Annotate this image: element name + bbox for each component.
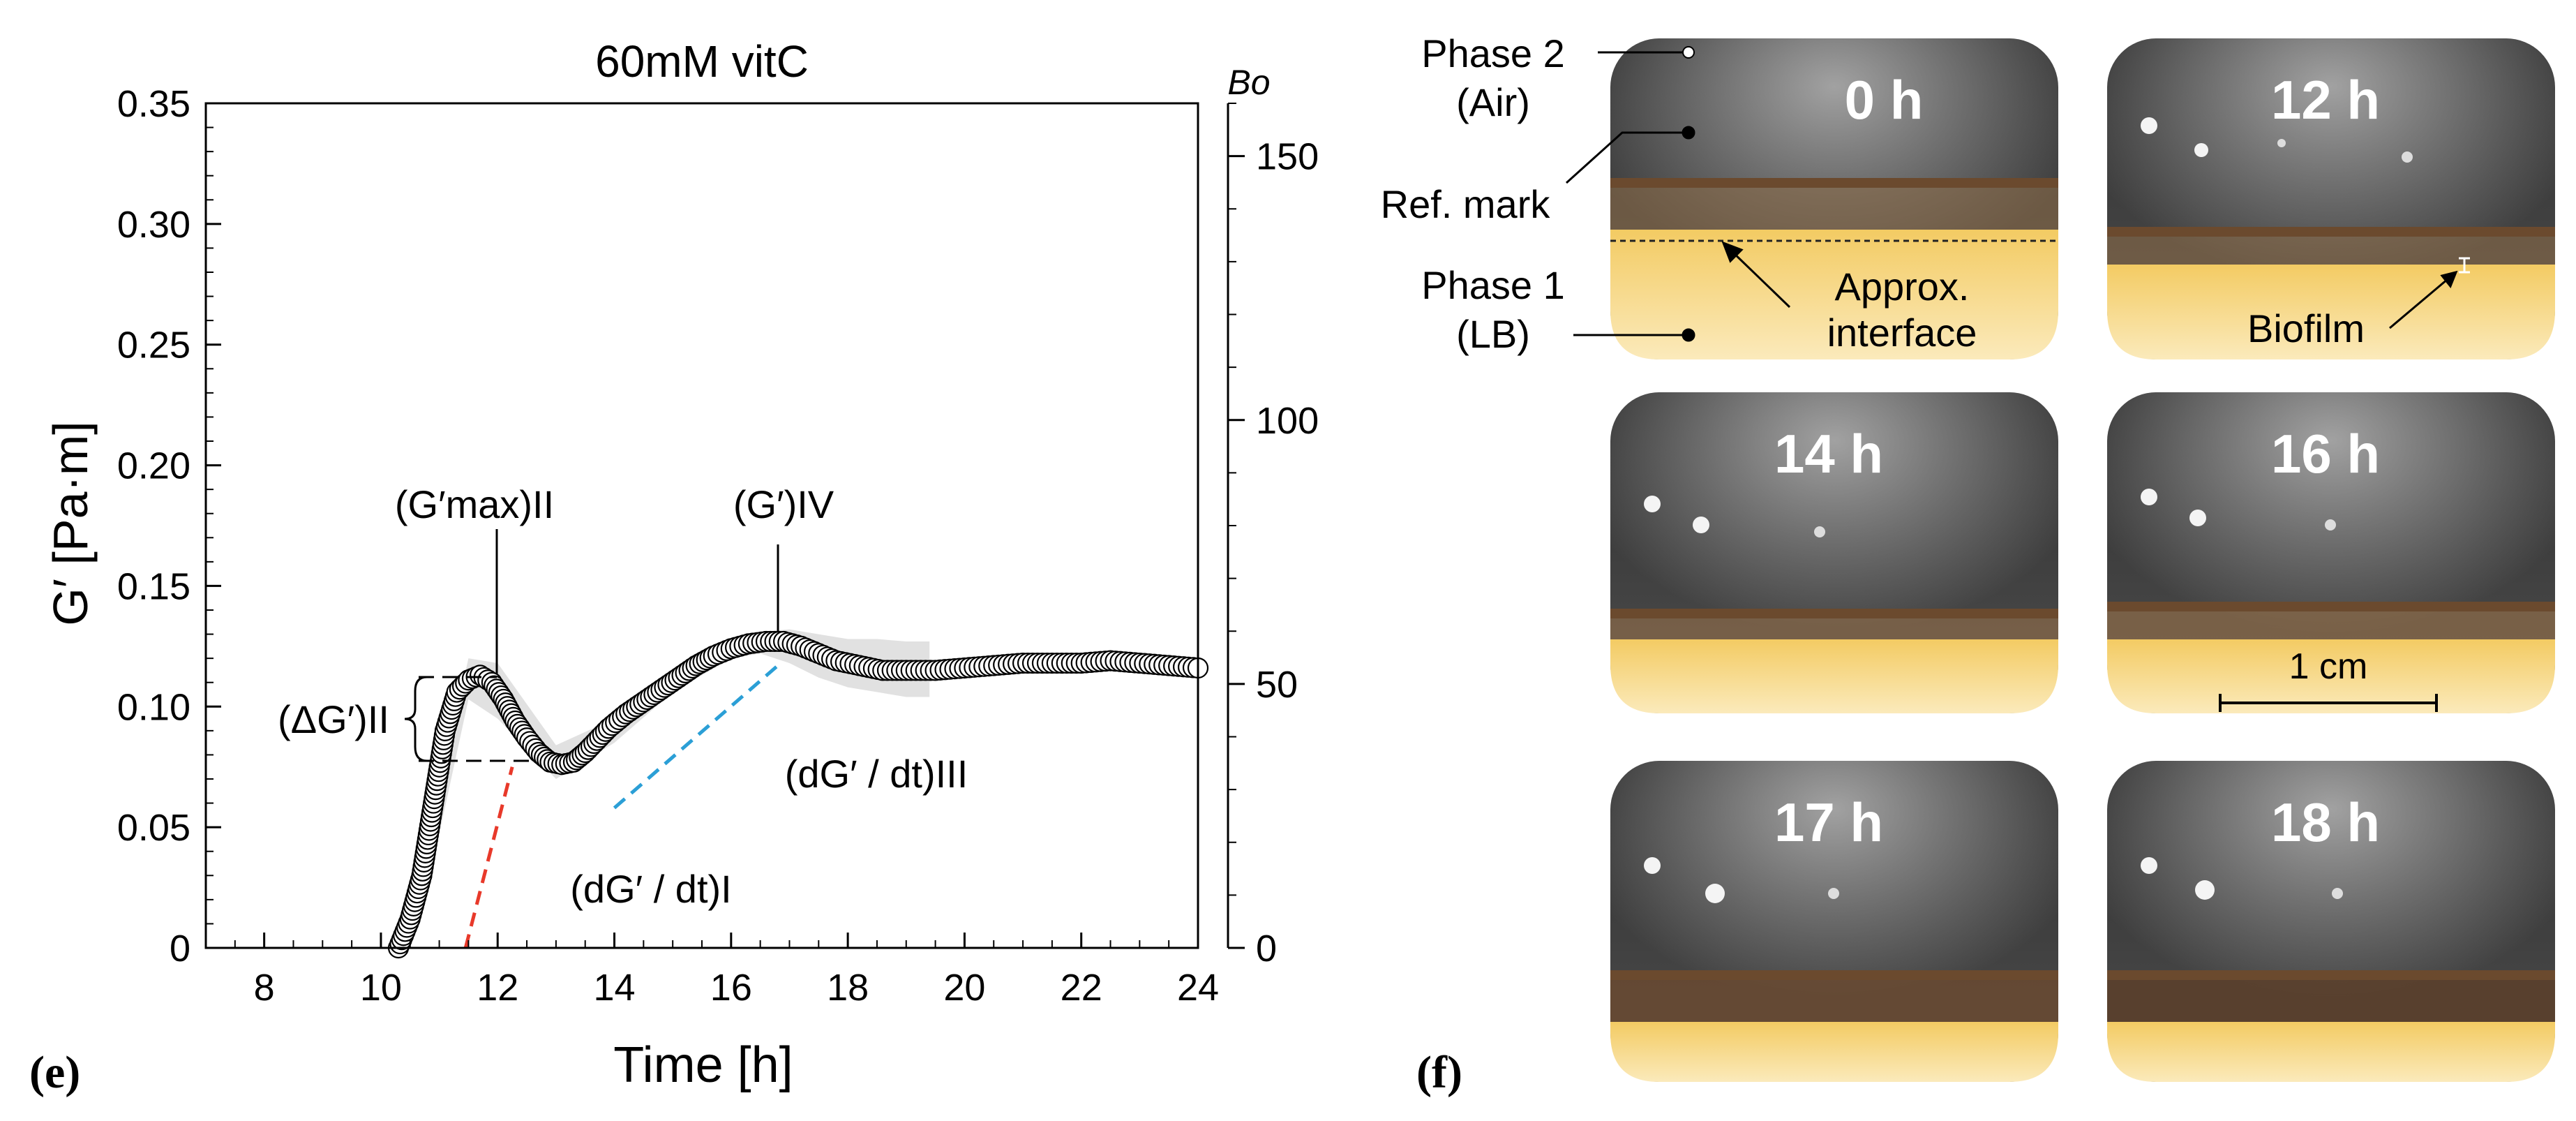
delta-brace — [404, 676, 428, 762]
y-tick-label: 0.30 — [117, 204, 190, 246]
fit-line-1 — [463, 766, 514, 949]
y2-tick-label: 150 — [1256, 136, 1319, 178]
phase1-label: Phase 1 — [1421, 263, 1565, 307]
interface-sublabel: interface — [1827, 311, 1977, 355]
panel-label-f: (f) — [1416, 1047, 1462, 1098]
y2-tick-label: 0 — [1256, 928, 1277, 970]
y2-tick-label: 100 — [1256, 400, 1319, 442]
photo-tile: 16 h 1 cm — [2107, 392, 2555, 713]
giv-annotation: (G′)IV — [733, 482, 834, 526]
x-tick-label: 12 — [477, 967, 518, 1009]
photo-time-label: 12 h — [2271, 69, 2380, 131]
y-tick-label: 0.25 — [117, 325, 190, 366]
x-tick-label: 14 — [593, 967, 635, 1009]
photo-time-label: 14 h — [1774, 423, 1883, 484]
scale-bar — [2219, 694, 2438, 712]
phase2-label: Phase 2 — [1421, 31, 1565, 75]
phase2-sublabel: (Air) — [1456, 80, 1530, 124]
x-tick-label: 22 — [1061, 967, 1102, 1009]
x-tick-label: 20 — [943, 967, 985, 1009]
y-axis-label: G′ [Pa·m] — [43, 421, 98, 625]
x-tick-label: 8 — [254, 967, 275, 1009]
photo-panel-f: 0 h 12 h 14 h 16 h — [1381, 31, 2555, 1098]
y-tick-label: 0.20 — [117, 445, 190, 487]
panel-label-e: (e) — [29, 1047, 80, 1098]
biofilm-marker — [2459, 257, 2470, 274]
y-tick-label: 0.10 — [117, 686, 190, 728]
y-tick-label: 0.05 — [117, 807, 190, 849]
minor-ticks — [205, 103, 1199, 949]
gmax-annotation: (G′max)II — [395, 482, 554, 526]
y-axis-ticks: 0 0.05 0.10 0.15 0.20 0.25 0.30 0.35 — [117, 83, 221, 970]
photo-tile: 18 h — [2107, 761, 2555, 1082]
fit-line-2 — [613, 664, 779, 810]
biofilm-label: Biofilm — [2247, 306, 2365, 350]
x-tick-label: 16 — [710, 967, 752, 1009]
photo-tile: 0 h — [1610, 38, 2058, 359]
x-axis-label: Time [h] — [613, 1037, 793, 1093]
fit-lines — [463, 664, 779, 949]
y-tick-label: 0.35 — [117, 83, 190, 125]
data-points — [387, 630, 1209, 959]
photo-time-label: 17 h — [1774, 792, 1883, 853]
photo-time-label: 16 h — [2271, 423, 2380, 484]
chart-title: 60mM vitC — [595, 36, 809, 87]
chart-panel-e: 60mM vitC 8 10 12 14 16 18 20 22 24 0 0.05 0.10 0.1… — [29, 36, 1319, 1098]
x-tick-label: 10 — [360, 967, 402, 1009]
dgdt-III-annotation: (dG′ / dt)III — [785, 752, 968, 796]
y-tick-label: 0.15 — [117, 565, 190, 607]
annotations — [404, 529, 779, 762]
callout-leaders — [1565, 46, 1791, 342]
dgdt-I-annotation: (dG′ / dt)I — [570, 867, 731, 911]
photo-tile: 12 h — [2107, 38, 2555, 359]
delta-annotation: (ΔG′)II — [278, 697, 389, 741]
secondary-axis-ticks: 0 50 100 150 — [1228, 103, 1319, 970]
x-tick-label: 24 — [1177, 967, 1219, 1009]
y-tick-label: 0 — [170, 928, 190, 970]
photo-tile: 17 h — [1610, 761, 2058, 1082]
phase1-sublabel: (LB) — [1456, 312, 1530, 356]
biofilm-arrow — [2389, 270, 2458, 329]
photo-tile: 14 h — [1610, 392, 2058, 713]
secondary-axis-label: Bo — [1227, 63, 1270, 102]
scale-bar-label: 1 cm — [2289, 646, 2368, 687]
photo-time-label: 0 h — [1845, 69, 1924, 131]
ref-mark-label: Ref. mark — [1381, 182, 1551, 226]
x-axis-ticks: 8 10 12 14 16 18 20 22 24 — [254, 933, 1219, 1009]
y2-tick-label: 50 — [1256, 664, 1298, 706]
interface-label: Approx. — [1835, 265, 1970, 309]
plot-frame — [204, 102, 1199, 949]
photo-time-label: 18 h — [2271, 792, 2380, 853]
x-tick-label: 18 — [827, 967, 869, 1009]
